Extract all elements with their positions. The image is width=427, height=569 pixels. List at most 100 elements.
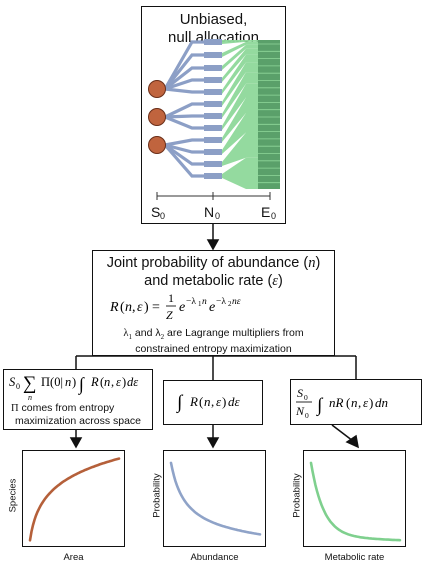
individual-bar [204, 173, 222, 179]
svg-text:−λ: −λ [186, 297, 196, 307]
svg-text:0: 0 [304, 393, 308, 402]
joint-title-line-1: Joint probability of abundance (n) [106, 255, 321, 271]
svg-text:−λ: −λ [216, 297, 226, 307]
energy-fan [222, 62, 258, 106]
individual-bars [204, 39, 222, 179]
pi-note: Π comes from entropy maximization across… [3, 402, 153, 427]
individual-bar [204, 89, 222, 95]
energy-fan [222, 41, 258, 57]
energy-fan [222, 54, 258, 94]
svg-text:n: n [65, 375, 71, 389]
svg-text:,: , [132, 300, 136, 315]
pi-note-line-2: maximization across space [14, 415, 142, 427]
plot3-xlabel: Metabolic rate [324, 552, 385, 563]
metabolic-rate-distribution-curve [309, 461, 402, 542]
label-s0: S [151, 204, 160, 220]
svg-text:dn: dn [375, 395, 388, 410]
svg-text:,: , [211, 394, 214, 409]
svg-text:∫: ∫ [176, 392, 184, 414]
svg-text:ε: ε [137, 300, 143, 315]
individual-link [164, 143, 205, 166]
svg-text:=: = [152, 300, 160, 315]
energy-fans [222, 40, 258, 189]
lagrange-note-line-2: constrained entropy maximization [135, 343, 292, 356]
plot2-xlabel: Abundance [190, 552, 239, 563]
individual-link [163, 40, 205, 90]
energy-fan [222, 132, 258, 166]
energy-fan [222, 83, 258, 130]
individual-bar [204, 113, 222, 119]
label-s0-sub: 0 [160, 211, 165, 221]
individual-link [164, 87, 205, 94]
species-circle [148, 108, 166, 126]
individual-link [164, 143, 205, 154]
svg-text:): ) [122, 375, 126, 389]
individual-bar [204, 77, 222, 83]
lagrange-note-line-1: λ1 and λ2 are Lagrange multipliers from [123, 327, 304, 342]
svg-text:(: ( [100, 375, 104, 389]
svg-text:n: n [202, 297, 207, 307]
svg-text:S: S [9, 375, 16, 389]
svg-text:e: e [209, 300, 215, 315]
svg-text:0: 0 [16, 382, 20, 391]
energy-column [258, 40, 280, 189]
svg-text:nε: nε [232, 297, 241, 307]
joint-equation: R ( n , ε ) = 1 Z e −λ 1 n e −λ 2 nε [109, 291, 241, 322]
svg-text:Π(0|: Π(0| [41, 375, 63, 389]
svg-text:1: 1 [168, 291, 174, 305]
species-circle [148, 80, 166, 98]
svg-text:1: 1 [198, 300, 202, 308]
individual-link [163, 143, 205, 178]
individual-link [164, 115, 205, 130]
svg-text:n: n [204, 394, 211, 409]
individual-link [164, 78, 205, 91]
svg-text:N: N [295, 404, 305, 418]
connector-arrows [69, 224, 359, 449]
energy-fan [222, 72, 258, 118]
abundance-distribution-curve [169, 461, 262, 536]
svg-text:n: n [125, 300, 132, 315]
pi-note-line-1: Π comes from entropy [11, 402, 115, 414]
joint-title-line-2: and metabolic rate (ε) [144, 273, 283, 289]
allocation-axis [156, 192, 271, 200]
individual-link [164, 66, 205, 91]
svg-text:n: n [351, 395, 358, 410]
svg-text:2: 2 [228, 300, 232, 308]
svg-text:): ) [72, 375, 76, 389]
svg-text:n: n [104, 375, 110, 389]
individual-links [163, 40, 205, 178]
species-area-plot [22, 450, 125, 547]
species-circle [148, 136, 166, 154]
individual-bar [204, 161, 222, 167]
energy-fan [222, 113, 258, 154]
species-area-formula: S 0 ∑ n Π(0| n ) ∫ R ( n , ε ) dε [9, 373, 138, 402]
metabolic-formula: S 0 N 0 ∫ nR ( n , ε ) dn [295, 386, 388, 420]
energy-fan [222, 97, 258, 142]
species-circles [148, 80, 166, 154]
abundance-formula-box [163, 380, 263, 425]
svg-text:): ) [222, 394, 226, 409]
abundance-formula: ∫ R ( n , ε ) dε [176, 392, 241, 414]
individual-bar [204, 125, 222, 131]
abundance-plot [163, 450, 266, 547]
individual-link [164, 114, 205, 119]
svg-text:(: ( [120, 300, 125, 315]
individual-bar [204, 65, 222, 71]
individual-bar [204, 149, 222, 155]
svg-text:): ) [144, 300, 149, 315]
svg-text:e: e [179, 300, 185, 315]
label-n0-sub: 0 [215, 211, 220, 221]
individual-bar [204, 39, 222, 45]
species-area-formula-box [3, 369, 153, 430]
energy-fan [222, 157, 258, 189]
metabolic-rate-plot [303, 450, 406, 547]
svg-text:(: ( [199, 394, 203, 409]
svg-text:R: R [109, 300, 119, 315]
individual-link [163, 53, 205, 90]
individual-bar [204, 52, 222, 58]
individual-bar [204, 137, 222, 143]
svg-text:∫: ∫ [316, 395, 324, 417]
lagrange-note: λ1 and λ2 are Lagrange multipliers from … [92, 327, 335, 355]
